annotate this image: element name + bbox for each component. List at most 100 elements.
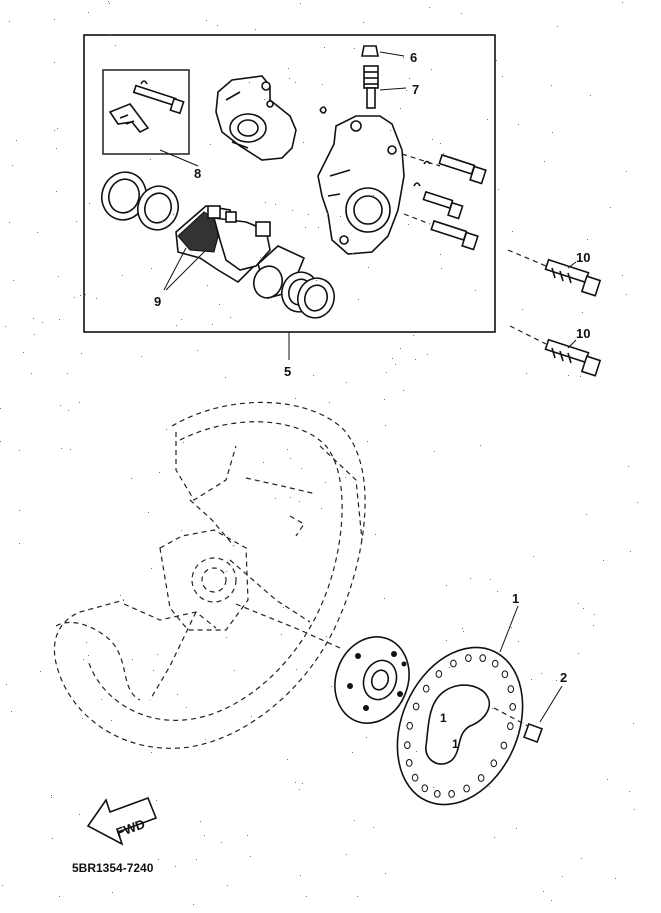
speckle-dot xyxy=(5,326,6,327)
speckle-dot xyxy=(225,377,226,378)
caliper-bolts xyxy=(401,153,487,251)
disc-hole xyxy=(421,784,429,793)
speckle-dot xyxy=(543,891,544,892)
speckle-dot xyxy=(413,335,414,336)
speckle-dot xyxy=(487,119,488,120)
speckle-dot xyxy=(415,359,416,360)
svg-text:1: 1 xyxy=(452,737,459,751)
speckle-dot xyxy=(19,543,20,544)
speckle-dot xyxy=(54,130,55,131)
speckle-dot xyxy=(221,842,222,843)
speckle-dot xyxy=(313,375,314,376)
speckle-dot xyxy=(204,835,205,836)
speckle-dot xyxy=(475,290,476,291)
speckle-dot xyxy=(629,791,630,792)
speckle-dot xyxy=(496,60,497,61)
speckle-dot xyxy=(162,221,163,222)
speckle-dot xyxy=(196,859,197,860)
speckle-dot xyxy=(210,144,211,145)
speckle-dot xyxy=(400,348,401,349)
speckle-dot xyxy=(16,140,17,141)
speckle-dot xyxy=(200,821,201,822)
speckle-dot xyxy=(217,25,218,26)
speckle-dot xyxy=(518,124,519,125)
speckle-dot xyxy=(176,325,177,326)
speckle-dot xyxy=(54,62,55,63)
speckle-dot xyxy=(157,654,158,655)
speckle-dot xyxy=(494,837,495,838)
disc-hub xyxy=(334,636,410,724)
speckle-dot xyxy=(308,214,309,215)
speckle-dot xyxy=(551,85,552,86)
speckle-dot xyxy=(79,814,80,815)
disc-hole xyxy=(435,670,443,678)
speckle-dot xyxy=(2,885,3,886)
speckle-dot xyxy=(255,29,256,30)
speckle-dot xyxy=(603,560,604,561)
speckle-dot xyxy=(158,859,159,860)
speckle-dot xyxy=(409,78,410,79)
speckle-dot xyxy=(6,684,7,685)
speckle-dot xyxy=(67,373,68,374)
speckle-dot xyxy=(331,686,332,687)
speckle-dot xyxy=(373,827,374,828)
speckle-dot xyxy=(622,2,623,3)
speckle-dot xyxy=(292,210,293,211)
speckle-dot xyxy=(544,161,545,162)
speckle-dot xyxy=(386,372,387,373)
speckle-dot xyxy=(247,835,248,836)
speckle-dot xyxy=(489,786,490,787)
speckle-dot xyxy=(541,673,542,674)
speckle-dot xyxy=(562,876,563,877)
callout-7: 7 xyxy=(412,82,419,97)
speckle-dot xyxy=(101,699,102,700)
speckle-dot xyxy=(368,267,369,268)
speckle-dot xyxy=(59,896,60,897)
speckle-dot xyxy=(212,324,213,325)
speckle-dot xyxy=(615,878,616,879)
speckle-dot xyxy=(301,468,302,469)
speckle-dot xyxy=(263,462,264,463)
speckle-dot xyxy=(42,322,43,323)
speckle-dot xyxy=(181,530,182,531)
speckle-dot xyxy=(373,195,374,196)
speckle-dot xyxy=(37,232,38,233)
piston-seals xyxy=(101,171,179,231)
disc-hole xyxy=(448,790,455,798)
speckle-dot xyxy=(480,445,481,446)
speckle-dot xyxy=(110,34,111,35)
speckle-dot xyxy=(321,508,322,509)
speckle-dot xyxy=(306,896,307,897)
disc-hole xyxy=(406,721,414,730)
speckle-dot xyxy=(531,679,532,680)
speckle-dot xyxy=(234,670,235,671)
speckle-dot xyxy=(533,556,534,557)
speckle-dot xyxy=(556,680,557,681)
speckle-dot xyxy=(581,858,582,859)
speckle-dot xyxy=(79,402,80,403)
speckle-dot xyxy=(628,466,629,467)
speckle-dot xyxy=(19,510,20,511)
speckle-dot xyxy=(329,402,330,403)
pin-kit-parts xyxy=(108,80,185,134)
disc-hole xyxy=(507,722,514,731)
speckle-dot xyxy=(34,334,35,335)
callout-9: 9 xyxy=(154,294,161,309)
speckle-dot xyxy=(526,373,527,374)
speckle-dot xyxy=(318,227,319,228)
speckle-dot xyxy=(384,598,385,599)
speckle-dot xyxy=(557,26,558,27)
callout-2: 2 xyxy=(560,670,567,685)
speckle-dot xyxy=(322,84,323,85)
speckle-dot xyxy=(57,128,58,129)
speckle-dot xyxy=(358,299,359,300)
disc-hole xyxy=(509,703,517,711)
speckle-dot xyxy=(183,442,184,443)
speckle-dot xyxy=(346,382,347,383)
callout-10-lower: 10 xyxy=(576,326,590,341)
disc-hole xyxy=(405,759,413,767)
disc-hole xyxy=(500,741,508,750)
speckle-dot xyxy=(408,224,409,225)
disc-hole xyxy=(507,685,515,693)
speckle-dot xyxy=(11,711,12,712)
